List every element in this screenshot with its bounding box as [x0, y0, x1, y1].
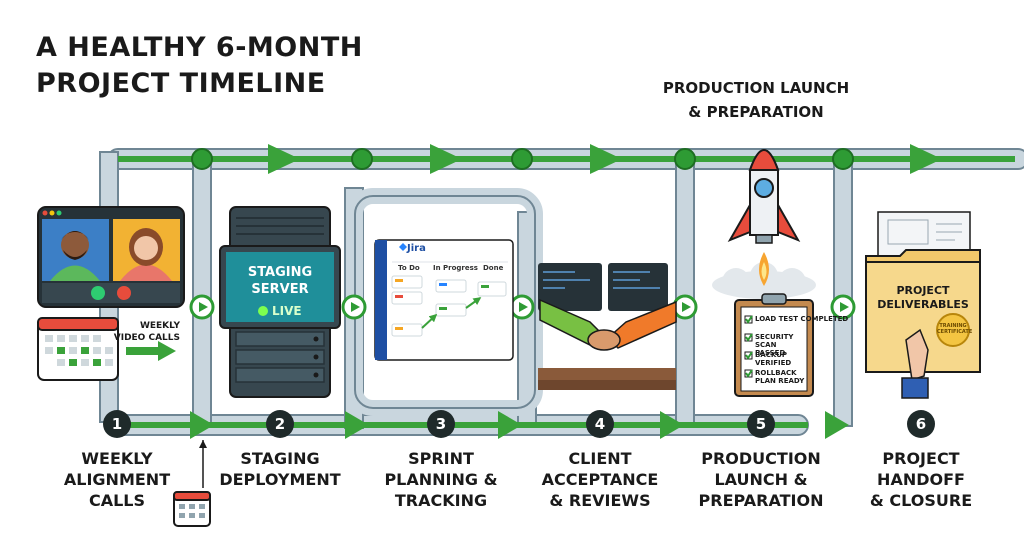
jira-column-todo: To Do: [398, 264, 420, 272]
stage-label-1: WEEKLY ALIGNMENT CALLS: [37, 448, 197, 511]
server-line-1: STAGING: [247, 265, 313, 280]
certificate-seal-text: TRAINING CERTIFICATE: [937, 323, 973, 335]
jira-column-in-progress: In Progress: [433, 264, 478, 272]
stage-label-3: SPRINT PLANNING & TRACKING: [361, 448, 521, 511]
jira-brand: Jira: [407, 243, 426, 254]
stage-number-5: 5: [747, 410, 775, 438]
hand-icon: [905, 328, 929, 381]
weekly-line-1: WEEKLY: [139, 321, 180, 331]
production-launch-heading: PRODUCTION LAUNCH & PREPARATION: [640, 76, 872, 124]
stage-label-2: STAGING DEPLOYMENT: [200, 448, 360, 490]
stage-4-line-3: & REVIEWS: [549, 491, 651, 510]
play-nodes: [189, 294, 856, 320]
stage-label-5: PRODUCTION LAUNCH & PREPARATION: [681, 448, 841, 511]
checklist-item-4: ROLLBACK PLAN READY: [755, 369, 805, 385]
stage-2-line-1: STAGING: [240, 449, 320, 468]
stage-number-2: 2: [266, 410, 294, 438]
page-title: A HEALTHY 6-MONTH PROJECT TIMELINE: [36, 30, 363, 102]
calendar-icon: [37, 317, 119, 381]
camera-icon: [91, 286, 105, 300]
stage-6-line-2: HANDOFF: [877, 470, 965, 489]
stage-5-line-3: PREPARATION: [698, 491, 824, 510]
server-line-2: SERVER: [251, 282, 309, 297]
stage-1-line-1: WEEKLY: [81, 449, 153, 468]
live-status: LIVE: [272, 304, 302, 318]
stage-3-line-1: SPRINT: [408, 449, 474, 468]
certificate-seal-icon: [936, 313, 970, 347]
hangup-icon: [117, 286, 131, 300]
checklist-item-1: LOAD TEST COMPLETED: [755, 315, 849, 323]
client-workspace: [538, 263, 677, 390]
woman-avatar: [120, 228, 172, 281]
stage-number-6: 6: [907, 410, 935, 438]
stage-5-line-2: LAUNCH &: [714, 470, 808, 489]
jira-board: [374, 239, 514, 361]
stage-1-line-3: CALLS: [88, 491, 146, 510]
flow-lines: [118, 156, 1015, 428]
checklist-item-2: SECURITY SCAN PASSED: [755, 333, 794, 357]
small-calendar-icon: [173, 440, 211, 527]
stage-6-line-3: & CLOSURE: [869, 491, 973, 510]
staging-server-label: STAGING SERVER: [226, 264, 334, 298]
deliverables-line-1: PROJECT: [896, 284, 950, 297]
deliverables-folder: [865, 211, 981, 399]
rocket-icon: [712, 149, 816, 299]
title-line-1: A HEALTHY 6-MONTH: [36, 32, 363, 63]
stage-5-line-1: PRODUCTION: [701, 449, 821, 468]
stage-4-line-1: CLIENT: [568, 449, 632, 468]
stage-2-line-2: DEPLOYMENT: [219, 470, 341, 489]
launch-checklist: [734, 293, 814, 397]
checklist-item-3: BACKUP VERIFIED: [755, 351, 792, 367]
top-junction-nodes: [191, 148, 854, 170]
staging-screen: [219, 245, 341, 329]
jira-column-done: Done: [483, 264, 504, 272]
video-call-monitor: [37, 206, 185, 308]
top-label-line-1: PRODUCTION LAUNCH: [662, 79, 850, 97]
stage-3-line-3: TRACKING: [394, 491, 488, 510]
stage-label-4: CLIENT ACCEPTANCE & REVIEWS: [520, 448, 680, 511]
weekly-line-2: VIDEO CALLS: [113, 333, 180, 343]
stage-4-line-2: ACCEPTANCE: [541, 470, 659, 489]
top-flow-arrows: [268, 144, 942, 174]
deliverables-label: PROJECT DELIVERABLES: [866, 284, 980, 312]
stage-label-6: PROJECT HANDOFF & CLOSURE: [841, 448, 1001, 511]
handshake-icon: [587, 329, 621, 351]
stage-1-line-2: ALIGNMENT: [63, 470, 171, 489]
bottom-flow-arrows: [190, 411, 849, 439]
stage-number-1: 1: [103, 410, 131, 438]
stage-3-line-2: PLANNING &: [384, 470, 498, 489]
jira-logo-icon: [399, 243, 407, 251]
stage-number-4: 4: [586, 410, 614, 438]
man-avatar: [50, 231, 100, 281]
deliverables-line-2: DELIVERABLES: [877, 298, 969, 311]
top-label-line-2: & PREPARATION: [688, 103, 824, 121]
title-line-2: PROJECT TIMELINE: [36, 68, 326, 99]
stage-number-3: 3: [427, 410, 455, 438]
weekly-video-calls-label: WEEKLY VIDEO CALLS: [108, 320, 180, 344]
live-indicator: [258, 306, 268, 316]
stage-6-line-1: PROJECT: [882, 449, 960, 468]
weekly-arrow-icon: [126, 341, 176, 361]
